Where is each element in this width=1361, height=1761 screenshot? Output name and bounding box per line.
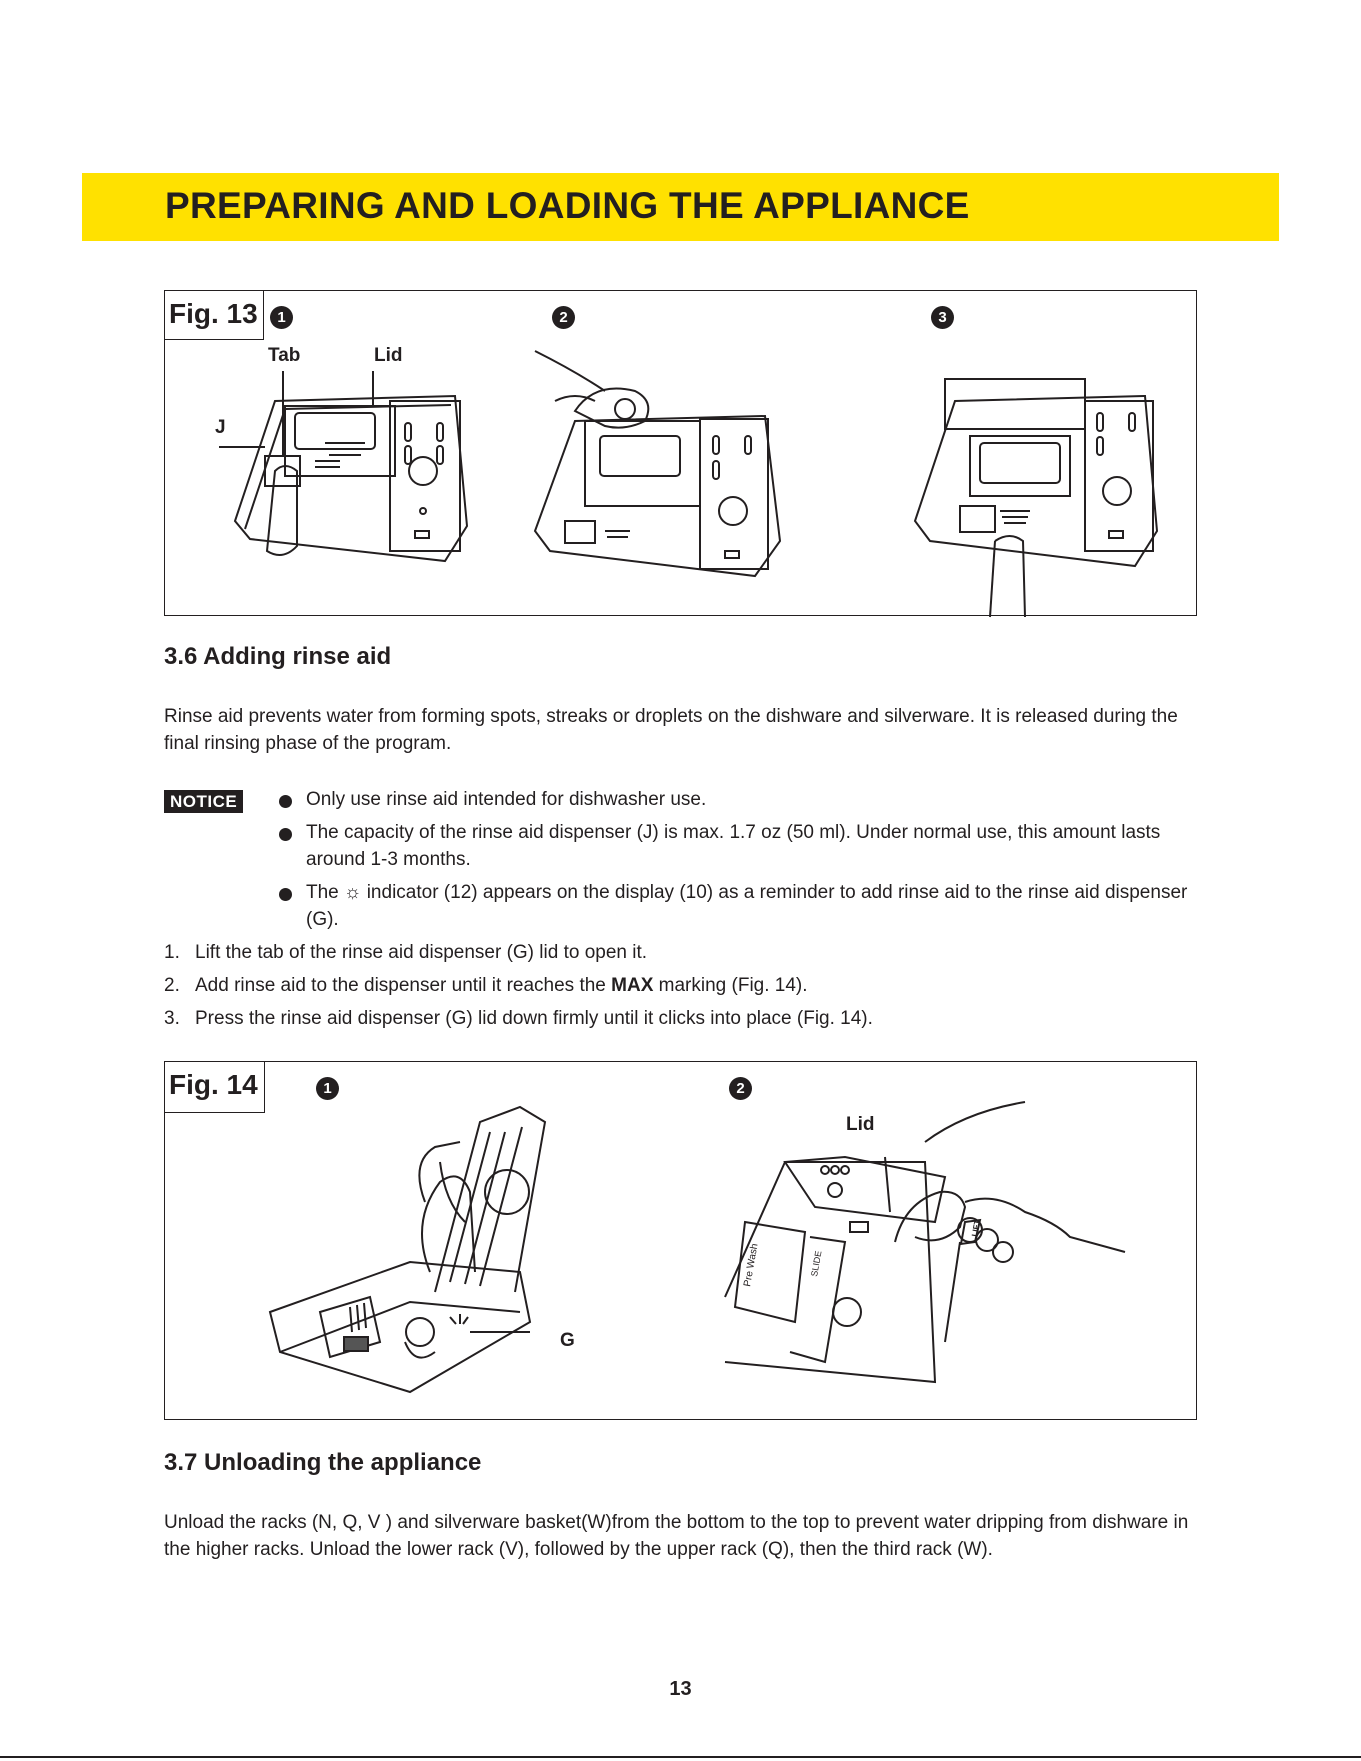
step-text: marking (Fig. 14). <box>653 975 808 996</box>
page-title: PREPARING AND LOADING THE APPLIANCE <box>165 185 970 226</box>
pre-wash-label: Pre Wash <box>742 1243 760 1288</box>
fig13-step-2-marker: 2 <box>552 306 575 329</box>
fig14-step-1-marker: 1 <box>316 1077 339 1100</box>
figure-13: Fig. 13 1 2 3 Tab Lid J <box>164 290 1197 616</box>
section-3-6-intro: Rinse aid prevents water from forming sp… <box>164 706 1178 754</box>
step-text: Press the rinse aid dispenser (G) lid do… <box>195 1008 873 1029</box>
section-3-7-title: 3.7 Unloading the appliance <box>164 1449 482 1476</box>
instruction-step: 1. Lift the tab of the rinse aid dispense… <box>164 939 1204 966</box>
fig14-step-2-marker: 2 <box>729 1077 752 1100</box>
page-bottom-rule <box>0 1756 1361 1758</box>
callout-j: J <box>215 417 226 438</box>
fig13-step-3-marker: 3 <box>931 306 954 329</box>
notice-list: Only use rinse aid intended for dishwash… <box>279 786 1209 939</box>
step-number: 2. <box>164 975 180 996</box>
figure-14: Fig. 14 1 2 Lid G <box>164 1061 1197 1420</box>
max-marking-text: MAX <box>611 975 654 996</box>
callout-tab: Tab <box>268 345 301 366</box>
section-3-6-title: 3.6 Adding rinse aid <box>164 643 392 670</box>
dispenser-open-tab-illustration <box>205 361 485 611</box>
step-text: Add rinse aid to the dispenser until it … <box>195 975 612 996</box>
callout-lid: Lid <box>374 345 403 366</box>
dispenser-close-lid-illustration <box>885 341 1185 617</box>
figure-14-label: Fig. 14 <box>164 1061 265 1113</box>
pouring-rinse-aid-illustration <box>260 1102 580 1412</box>
page-number: 13 <box>669 1678 692 1700</box>
notice-item: Only use rinse aid intended for dishwash… <box>279 786 1209 813</box>
callout-lid: Lid <box>846 1114 875 1135</box>
callout-g: G <box>560 1330 575 1351</box>
instruction-step: 3. Press the rinse aid dispenser (G) lid … <box>164 1005 1204 1032</box>
step-text: Lift the tab of the rinse aid dispenser … <box>195 942 648 963</box>
instruction-step: 2. Add rinse aid to the dispenser until i… <box>164 972 1204 999</box>
lift-label: LIFT <box>970 1219 982 1237</box>
instruction-steps: 1. Lift the tab of the rinse aid dispense… <box>164 939 1204 1038</box>
closing-rinse-aid-lid-illustration: Pre Wash SLIDE LIFT <box>725 1102 1175 1412</box>
section-header-bar: PREPARING AND LOADING THE APPLIANCE <box>82 173 1279 241</box>
step-number: 1. <box>164 942 180 963</box>
slide-label: SLIDE <box>809 1250 823 1277</box>
dispenser-add-detergent-illustration <box>515 341 815 611</box>
notice-item: The capacity of the rinse aid dispenser … <box>279 819 1209 873</box>
notice-badge: NOTICE <box>164 790 244 813</box>
step-number: 3. <box>164 1008 180 1029</box>
section-3-7-body: Unload the racks (N, Q, V ) and silverwa… <box>164 1512 1189 1560</box>
fig13-step-1-marker: 1 <box>270 306 293 329</box>
figure-13-label: Fig. 13 <box>164 290 264 340</box>
notice-item: The ☼ indicator (12) appears on the disp… <box>279 879 1209 933</box>
